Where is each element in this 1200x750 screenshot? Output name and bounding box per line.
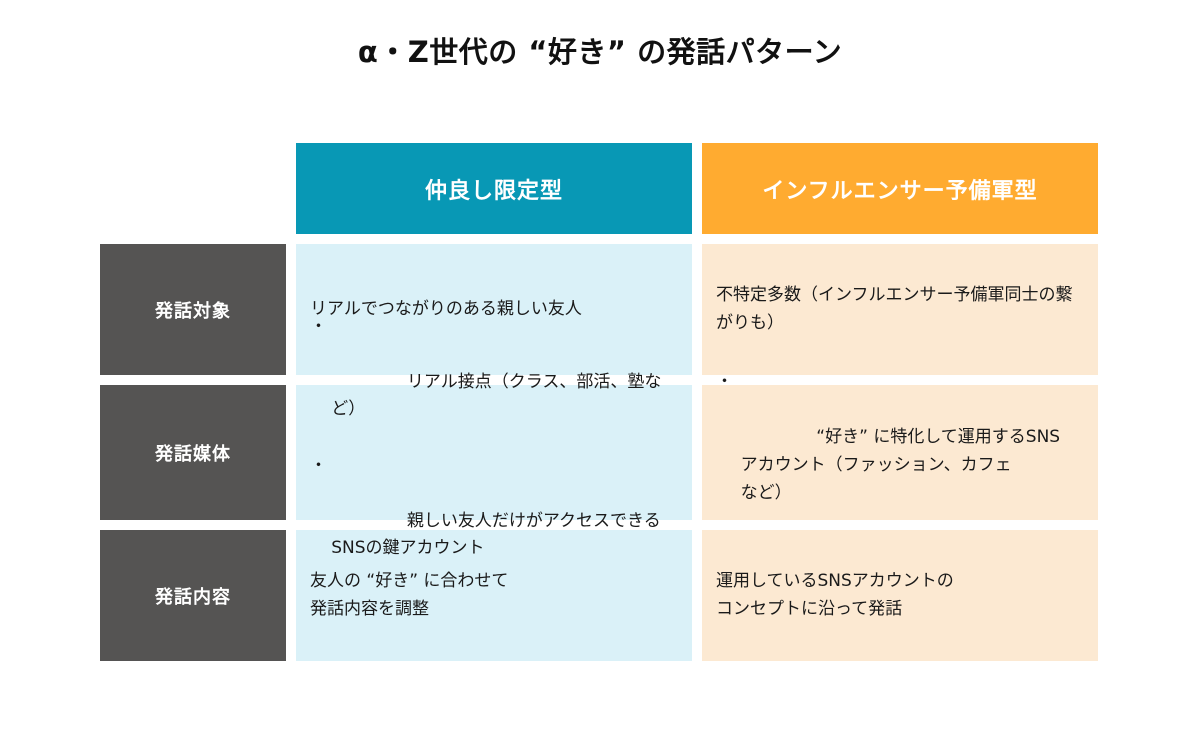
- table-cell-1-1: ・ “好き” に特化して運用するSNS アカウント（ファッション、カフェ など）: [702, 372, 1098, 520]
- table-cell-0-0: リアルでつながりのある親しい友人: [296, 244, 692, 375]
- page-title: α・Z世代の “好き” の発話パターン: [357, 35, 843, 69]
- cell-text-2-0: 友人の “好き” に合わせて 発話内容を調整: [310, 570, 509, 619]
- cell-content-1-1: ・ “好き” に特化して運用するSNS アカウント（ファッション、カフェ など）: [702, 372, 1098, 520]
- list-item-text: 親しい友人だけがアクセスできる SNSの鍵アカウント: [331, 510, 661, 559]
- bullet-icon: ・: [310, 455, 327, 476]
- column-header-label-0: 仲良し限定型: [296, 143, 692, 234]
- cell-content-2-0: 友人の “好き” に合わせて 発話内容を調整: [296, 530, 692, 661]
- table-row: 発話対象 リアルでつながりのある親しい友人 不特定多数（インフルエンサー予備軍同…: [100, 244, 1098, 375]
- row-label-0: 発話対象: [100, 244, 286, 375]
- table-cell-2-0: 友人の “好き” に合わせて 発話内容を調整: [296, 530, 692, 661]
- column-header-label-1: インフルエンサー予備軍型: [702, 143, 1098, 234]
- bullet-icon: ・: [310, 316, 327, 337]
- cell-text-0-1: 不特定多数（インフルエンサー予備軍同士の繋がりも）: [716, 284, 1073, 333]
- bullet-list-1-1: ・ “好き” に特化して運用するSNS アカウント（ファッション、カフェ など）: [716, 369, 1084, 535]
- row-label-1: 発話媒体: [100, 385, 286, 520]
- table-row: 発話内容 友人の “好き” に合わせて 発話内容を調整 運用しているSNSアカウ…: [100, 530, 1098, 661]
- cell-content-0-1: 不特定多数（インフルエンサー予備軍同士の繋がりも）: [702, 244, 1098, 375]
- table-row: 発話媒体 ・ リアル接点（クラス、部活、塾など） ・ 親しい友人だけがアクセスで…: [100, 317, 1098, 558]
- bullet-list-1-0: ・ リアル接点（クラス、部活、塾など） ・ 親しい友人だけがアクセスできる SN…: [310, 314, 678, 591]
- cell-text-0-0: リアルでつながりのある親しい友人: [310, 298, 582, 319]
- row-label-2: 発話内容: [100, 530, 286, 661]
- cell-content-0-0: リアルでつながりのある親しい友人: [296, 244, 692, 375]
- list-item-text: “好き” に特化して運用するSNS アカウント（ファッション、カフェ など）: [740, 427, 1061, 503]
- column-header-cell-0: 仲良し限定型: [296, 143, 692, 234]
- table-cell-1-0: ・ リアル接点（クラス、部活、塾など） ・ 親しい友人だけがアクセスできる SN…: [296, 317, 692, 558]
- row-label-cell-0: 発話対象: [100, 244, 286, 375]
- table-corner-cell: [100, 143, 286, 234]
- list-item: ・ リアル接点（クラス、部活、塾など）: [310, 314, 678, 452]
- comparison-table: 仲良し限定型 インフルエンサー予備軍型 発話対象 リアルでつながりのある親しい友…: [100, 143, 1098, 661]
- table-cell-0-1: 不特定多数（インフルエンサー予備軍同士の繋がりも）: [702, 244, 1098, 375]
- table-cell-2-1: 運用しているSNSアカウントの コンセプトに沿って発話: [702, 530, 1098, 661]
- cell-content-1-0: ・ リアル接点（クラス、部活、塾など） ・ 親しい友人だけがアクセスできる SN…: [296, 317, 692, 558]
- bullet-icon: ・: [716, 372, 733, 393]
- row-label-cell-2: 発話内容: [100, 530, 286, 661]
- cell-text-2-1: 運用しているSNSアカウントの コンセプトに沿って発話: [716, 570, 954, 619]
- table-header-row: 仲良し限定型 インフルエンサー予備軍型: [100, 143, 1098, 234]
- row-label-cell-1: 発話媒体: [100, 385, 286, 520]
- column-header-cell-1: インフルエンサー予備軍型: [702, 143, 1098, 234]
- cell-content-2-1: 運用しているSNSアカウントの コンセプトに沿って発話: [702, 530, 1098, 661]
- list-item: ・ “好き” に特化して運用するSNS アカウント（ファッション、カフェ など）: [716, 369, 1084, 534]
- list-item-text: リアル接点（クラス、部活、塾など）: [331, 371, 662, 420]
- list-item: ・ 親しい友人だけがアクセスできる SNSの鍵アカウント: [310, 453, 678, 591]
